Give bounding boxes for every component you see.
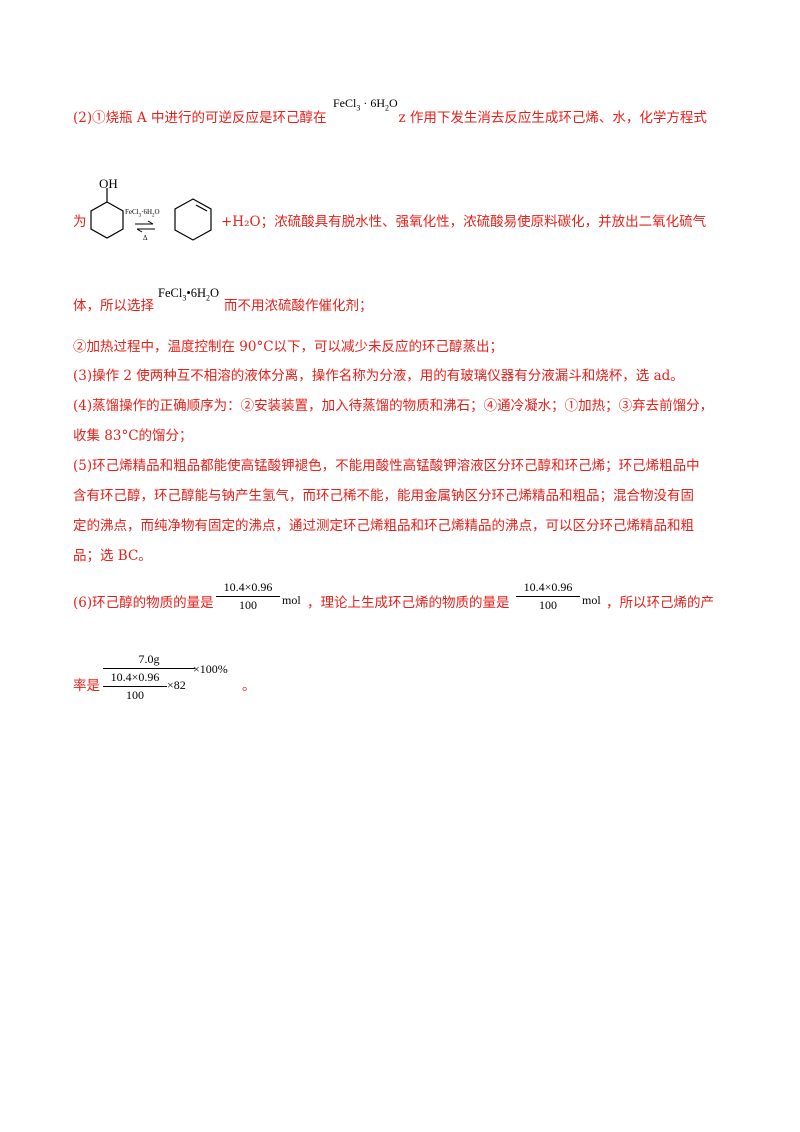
p2-line1-text-a: (2)①烧瓶 A 中进行的可逆反应是环己醇在 [73, 110, 327, 126]
p3-line: (3)操作 2 使两种互不相溶的液体分离，操作名称为分液，用的有玻璃仪器有分液漏… [73, 368, 684, 384]
cyclohexene-structure [174, 198, 212, 241]
catalyst-formula-1: FeCl3 · 6H2O [333, 96, 398, 113]
unit-mol-2: mol [582, 593, 601, 607]
p2-line2a: 为 [73, 214, 87, 230]
fraction-numerator: 10.4×0.96 [523, 580, 573, 594]
arrow-catalyst-label: FeCl3·6H2O [125, 208, 160, 219]
yield-numerator: 7.0g [138, 652, 160, 666]
fraction-cyclohexanol-moles: 10.4×0.96 100 [216, 580, 280, 613]
catalyst-formula-2: FeCl3•6H2O [158, 286, 219, 303]
fraction-denominator: 100 [239, 598, 257, 612]
p2-line4: ②加热过程中，温度控制在 90°C以下，可以减少未反应的环己醇蒸出； [73, 339, 504, 355]
p2-line3: 体，所以选择而不用浓硫酸作催化剂； [73, 298, 373, 314]
yield-denominator: 10.4×0.96 100 ×82 [103, 670, 195, 704]
heat-symbol: Δ [143, 234, 148, 242]
p4-line1: (4)蒸馏操作的正确顺序为：②安装装置，加入待蒸馏的物质和沸石；④通冷凝水；①加… [73, 398, 714, 414]
p2-line2b: +H₂O；浓硫酸具有脱水性、强氧化性，浓硫酸易使原料碳化，并放出二氧化硫气 [221, 214, 707, 230]
p6-line2b: 。 [242, 678, 256, 694]
yield-percent-multiplier: ×100% [193, 662, 228, 676]
cyclohexanol-structure [90, 188, 124, 239]
p2-line1-text-b: z 作用下发生消去反应生成环己烯、水，化学方程式 [398, 110, 707, 126]
p6-line1c: ，所以环己烯的产 [606, 595, 714, 611]
p5-line3: 定的沸点，而纯净物有固定的沸点，通过测定环己烯粗品和环己烯精品的沸点，可以区分环… [73, 518, 694, 534]
equilibrium-arrow-icon [135, 220, 155, 233]
yield-fraction: 7.0g 10.4×0.96 100 ×82 [103, 652, 195, 704]
fraction-numerator: 10.4×0.96 [223, 580, 273, 594]
p6-line1a: (6)环己醇的物质的量是 [73, 595, 214, 611]
p4-line2: 收集 83°C的馏分； [73, 428, 193, 444]
p2-line1: (2)①烧瓶 A 中进行的可逆反应是环己醇在 z 作用下发生消去反应生成环己烯、水… [73, 108, 707, 128]
p5-line1: (5)环己烯精品和粗品都能使高锰酸钾褪色，不能用酸性高锰酸钾溶液区分环己醇和环己… [73, 458, 700, 474]
p6-line2a: 率是 [73, 678, 100, 694]
fraction-denominator: 100 [539, 598, 557, 612]
p6-line1b: ，理论上生成环己烯的物质的量是 [307, 595, 510, 611]
p5-line4: 品；选 BC。 [73, 548, 152, 564]
hydroxyl-label: OH [99, 176, 118, 191]
fraction-cyclohexene-moles: 10.4×0.96 100 [516, 580, 580, 613]
p5-line2: 含有环己醇，环己醇能与钠产生氢气，而环己稀不能，能用金属钠区分环己烯精品和粗品；… [73, 488, 694, 504]
unit-mol-1: mol [282, 593, 301, 607]
